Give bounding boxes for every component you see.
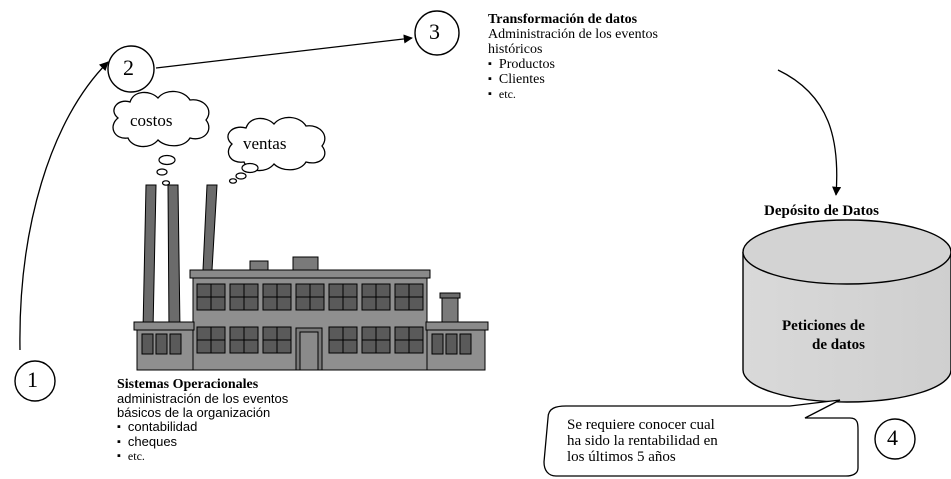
step-circle-3 bbox=[414, 10, 460, 56]
transformacion-item: Clientes bbox=[488, 72, 658, 87]
smokestack bbox=[167, 184, 181, 331]
callout-bubble bbox=[543, 399, 859, 477]
cylinder-label-line-1: Peticiones de bbox=[782, 318, 865, 334]
sistemas-item: etc. bbox=[117, 449, 288, 464]
callout-text: Se requiere conocer cual ha sido la rent… bbox=[567, 417, 718, 466]
step-circle-1 bbox=[14, 360, 56, 402]
cloud-label-ventas: ventas bbox=[243, 134, 287, 153]
callout-line-2: ha sido la rentabilidad en bbox=[567, 433, 718, 450]
cloud-ventas-shape bbox=[227, 116, 326, 184]
transformacion-line-1: Administración de los eventos bbox=[488, 27, 658, 43]
step-circle-2 bbox=[107, 45, 155, 93]
step-number-1: 1 bbox=[27, 367, 38, 392]
cylinder-label-line-2: de datos bbox=[812, 337, 865, 353]
callout-line-3: los últimos 5 años bbox=[567, 449, 676, 466]
transformacion-item: Productos bbox=[488, 57, 658, 72]
callout-line-1: Se requiere conocer cual bbox=[567, 417, 715, 433]
cloud-label-costos: costos bbox=[130, 111, 173, 130]
cloud-costos-shape bbox=[112, 90, 210, 186]
step-number-2: 2 bbox=[123, 55, 134, 80]
factory-windows bbox=[196, 283, 424, 354]
deposito-title: Depósito de Datos bbox=[764, 203, 879, 219]
transformacion-title: Transformación de datos bbox=[488, 12, 638, 27]
database-cylinder bbox=[742, 219, 951, 403]
arrow-1-to-2 bbox=[19, 61, 109, 351]
step-circle-4 bbox=[874, 418, 916, 460]
arrow-3-to-deposito bbox=[777, 69, 842, 196]
transformacion-block: Transformación de datos Administración d… bbox=[488, 12, 658, 101]
smokestack bbox=[202, 184, 218, 271]
transformacion-line-2: históricos bbox=[488, 42, 543, 58]
sistemas-title: Sistemas Operacionales bbox=[117, 377, 259, 392]
arrow-2-to-3 bbox=[155, 34, 413, 69]
sistemas-line-2: básicos de la organización bbox=[117, 405, 271, 421]
sistemas-block: Sistemas Operacionales administración de… bbox=[117, 377, 288, 464]
step-number-3: 3 bbox=[429, 19, 440, 44]
sistemas-item: contabilidad bbox=[117, 420, 288, 435]
smokestack bbox=[142, 184, 157, 331]
factory-illustration bbox=[133, 184, 489, 371]
sistemas-item: cheques bbox=[117, 435, 288, 450]
step-number-4: 4 bbox=[887, 425, 898, 450]
transformacion-item: etc. bbox=[488, 87, 658, 102]
sistemas-line-1: administración de los eventos bbox=[117, 391, 289, 407]
